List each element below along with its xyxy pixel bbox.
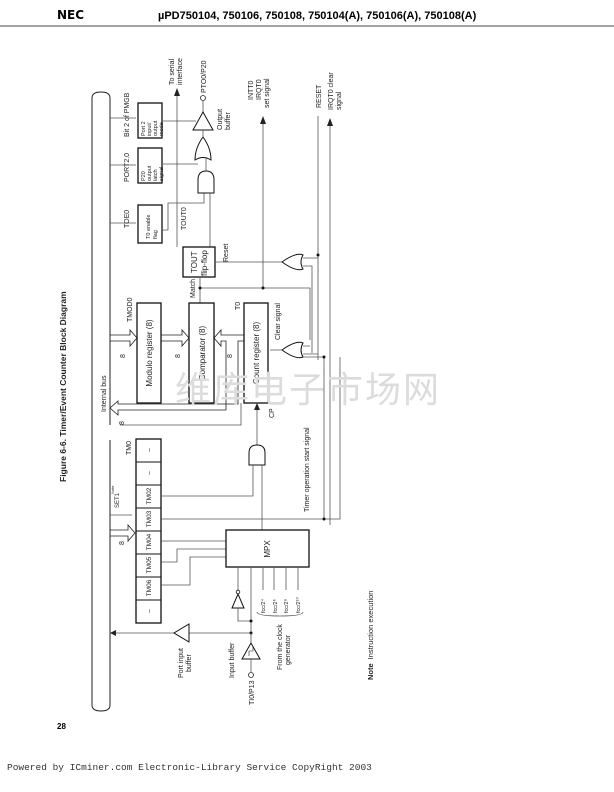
output-buffer-label: Output xyxy=(217,109,224,130)
p20-latch-label: output xyxy=(147,165,153,181)
port20-label: PORT2.0 xyxy=(124,153,131,182)
toe0-label: TOE0 xyxy=(124,210,131,228)
inverter-icon xyxy=(231,592,245,609)
clock-gen-label: generator xyxy=(285,634,292,665)
t0-label: T0 xyxy=(235,302,242,310)
modulo-register xyxy=(136,302,162,404)
to-serial-label: To serial xyxy=(169,58,176,85)
clock-input-label: fcc/2⁶ xyxy=(272,599,279,613)
clear-signal-label: Clear signal xyxy=(275,303,282,340)
irqt0-set-label: set signal xyxy=(264,78,271,108)
reset-label: RESET xyxy=(316,84,323,108)
internal-bus xyxy=(91,98,111,705)
tout-flip-flop xyxy=(182,246,216,278)
modulo-register-label: Modulo register (8) xyxy=(145,319,154,386)
clear-or-gate-icon xyxy=(281,341,304,359)
tmod0-label: TMOD0 xyxy=(127,297,134,322)
or-gate-icon xyxy=(194,136,212,161)
port-input-buffer-icon xyxy=(173,623,190,643)
output-buffer-label: buffer xyxy=(225,112,232,130)
irqt0-clear-label: IRQT0 clear xyxy=(328,72,335,110)
reset-input-label: Reset xyxy=(223,244,230,262)
pto0-label: PTO0/P20 xyxy=(201,60,208,93)
t0-enable-label: T0 enable xyxy=(146,215,152,239)
bit2-pmgb-label: Bit 2 of PMGB xyxy=(124,92,131,137)
or-gate-icon xyxy=(281,253,304,271)
port2-mode-label: mode xyxy=(159,122,165,136)
mpx xyxy=(225,529,310,568)
bus-width-label: 8 xyxy=(120,354,127,358)
cp-label: CP xyxy=(269,408,276,418)
p20-latch-label: latch xyxy=(153,169,159,181)
p20-latch-label: P20 xyxy=(141,171,147,181)
bus-width-label: 8 xyxy=(119,541,126,545)
tout-ff-label: TOUT xyxy=(190,251,199,273)
tout0-label: TOUT0 xyxy=(181,207,188,230)
and-gate-icon xyxy=(248,444,266,466)
port2-io-mode-register xyxy=(137,102,163,139)
comparator xyxy=(188,302,215,404)
tm0-bit: TM03 xyxy=(146,510,153,527)
port-input-buffer-label: buffer xyxy=(186,654,193,672)
tm0-bit: TM04 xyxy=(146,533,153,550)
mpx-label: MPX xyxy=(263,540,272,558)
footer: Powered by ICminer.com Electronic-Librar… xyxy=(7,762,372,773)
port2-mode-label: input/ xyxy=(147,122,153,136)
port-input-buffer-label: Port input xyxy=(178,648,185,678)
pto0-pin xyxy=(200,95,206,101)
timer-start-label: Timer operation start signal xyxy=(304,427,311,512)
comparator-label: Comparator (8) xyxy=(198,326,207,381)
t0-enable-flag xyxy=(137,204,163,244)
tm0-bit: – xyxy=(146,471,153,475)
note-label: Note xyxy=(366,663,375,680)
clock-input-label: fcc/2¹⁰ xyxy=(295,597,302,613)
tm0-bit: TM02 xyxy=(146,487,153,504)
document-title: µPD750104, 750106, 750108, 750104(A), 75… xyxy=(158,10,477,22)
clock-input-label: fcc/2⁸ xyxy=(283,599,290,613)
watermark: 维库电子市场网 xyxy=(175,370,441,411)
tout-ff-label: flip-flop xyxy=(200,250,209,276)
set1-label: SET1 xyxy=(115,492,121,508)
internal-bus-label: Internal bus xyxy=(101,375,108,412)
to-serial-label: interface xyxy=(177,58,184,85)
port2-mode-label: Port 2 xyxy=(141,121,147,136)
nec-logo: NEC xyxy=(57,8,84,22)
note-superscript: Note xyxy=(110,485,115,494)
page-number: 28 xyxy=(57,722,66,731)
tm0-bit: – xyxy=(146,448,153,452)
tm0-bit: TM06 xyxy=(146,579,153,596)
clock-gen-label: From the clock xyxy=(277,624,284,670)
note: Note Instruction execution xyxy=(366,591,375,680)
count-register xyxy=(243,302,269,404)
irqt0-clear-label: signal xyxy=(336,91,343,110)
port2-mode-label: output xyxy=(153,120,159,136)
match-label: Match xyxy=(190,279,197,298)
t0-enable-label: flag xyxy=(153,230,159,239)
bus-width-label: 8 xyxy=(175,354,182,358)
irqt0-set-label: IRQT0 xyxy=(256,79,263,100)
bus-width-label: 8 xyxy=(227,354,234,358)
count-register-label: Count register (8) xyxy=(252,322,261,385)
input-buffer-label: Input buffer xyxy=(229,642,236,678)
intt0-label: INTT0 xyxy=(248,80,255,100)
bus-width-label: 8 xyxy=(119,421,126,425)
note-text: Instruction execution xyxy=(366,591,375,660)
tm0-bit: – xyxy=(146,609,153,613)
and-gate-icon xyxy=(197,170,215,194)
tm0-bit: TM05 xyxy=(146,556,153,573)
figure-title: Figure 6-6. Timer/Event Counter Block Di… xyxy=(58,291,68,482)
tm0-label: TM0 xyxy=(126,441,133,455)
clock-input-label: fcc/2⁴ xyxy=(260,598,267,613)
p20-output-latch xyxy=(137,147,163,184)
p20-latch-label: signal xyxy=(159,167,165,181)
ti0-label: TI0/P13 xyxy=(249,680,256,705)
block-diagram: Internal bus 8 8 8 8 8 Bit 2 of PMGB POR… xyxy=(91,58,343,712)
